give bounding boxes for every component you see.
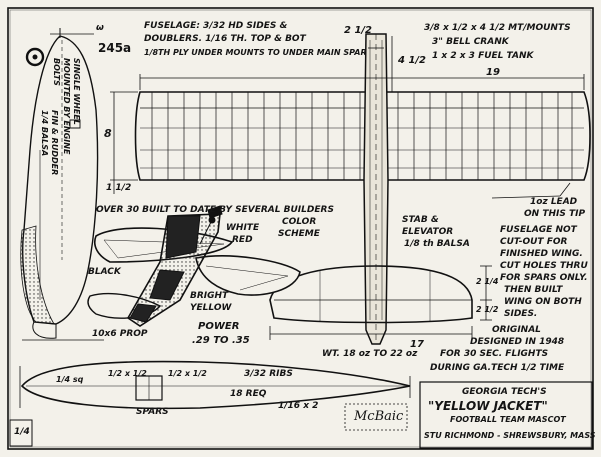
dim-1-half: 1 1/2 xyxy=(106,183,132,193)
title-block xyxy=(9,381,593,449)
built-note: OVER 30 BUILT TO DATE BY SEVERAL BUILDER… xyxy=(96,205,334,215)
ribs-req-label: 18 REQ xyxy=(230,389,267,399)
stabilizer-plan xyxy=(269,265,473,324)
color-black: BLACK xyxy=(88,267,121,277)
dim-2-quarter: 2 1/4 xyxy=(476,277,499,286)
weight-note: WT. 18 oz TO 22 oz xyxy=(322,349,418,359)
wheel-icon xyxy=(25,47,45,67)
dimension-lines xyxy=(110,36,585,340)
color-white: WHITE xyxy=(226,223,260,233)
side-view-fuselage xyxy=(22,35,99,339)
sheet-border xyxy=(7,7,594,450)
prop-spec: 10x6 PROP xyxy=(92,329,148,339)
dim-17: 17 xyxy=(410,339,424,350)
dim-2-half: 2 1/2 xyxy=(344,25,373,36)
rib-tip-label: 1/4 sq xyxy=(56,375,84,384)
dim-2-half-tail: 2 1/2 xyxy=(476,305,499,314)
designer-signature: McBaic xyxy=(354,409,404,424)
rib-section xyxy=(19,360,411,410)
omega-mark: ω xyxy=(96,23,104,33)
dim-4-half: 4 1/2 xyxy=(398,55,427,66)
dim-19: 19 xyxy=(486,67,500,78)
model-sketch xyxy=(87,205,301,327)
plan-number: 245a xyxy=(98,41,132,55)
dim-8: 8 xyxy=(104,127,112,140)
le-label: 1/16 x 2 xyxy=(278,401,319,411)
ribs-label: 3/32 RIBS xyxy=(244,369,293,379)
spar-label-1: 1/2 x 1/2 xyxy=(108,369,147,378)
spar-label-2: 1/2 x 1/2 xyxy=(168,369,207,378)
fin-rudder-side xyxy=(20,225,55,325)
spars-label: SPARS xyxy=(136,407,169,417)
wing-plan xyxy=(134,91,591,181)
color-red: RED xyxy=(232,235,253,245)
fuselage-plan xyxy=(363,33,389,345)
page-number: 1/4 xyxy=(14,427,30,437)
